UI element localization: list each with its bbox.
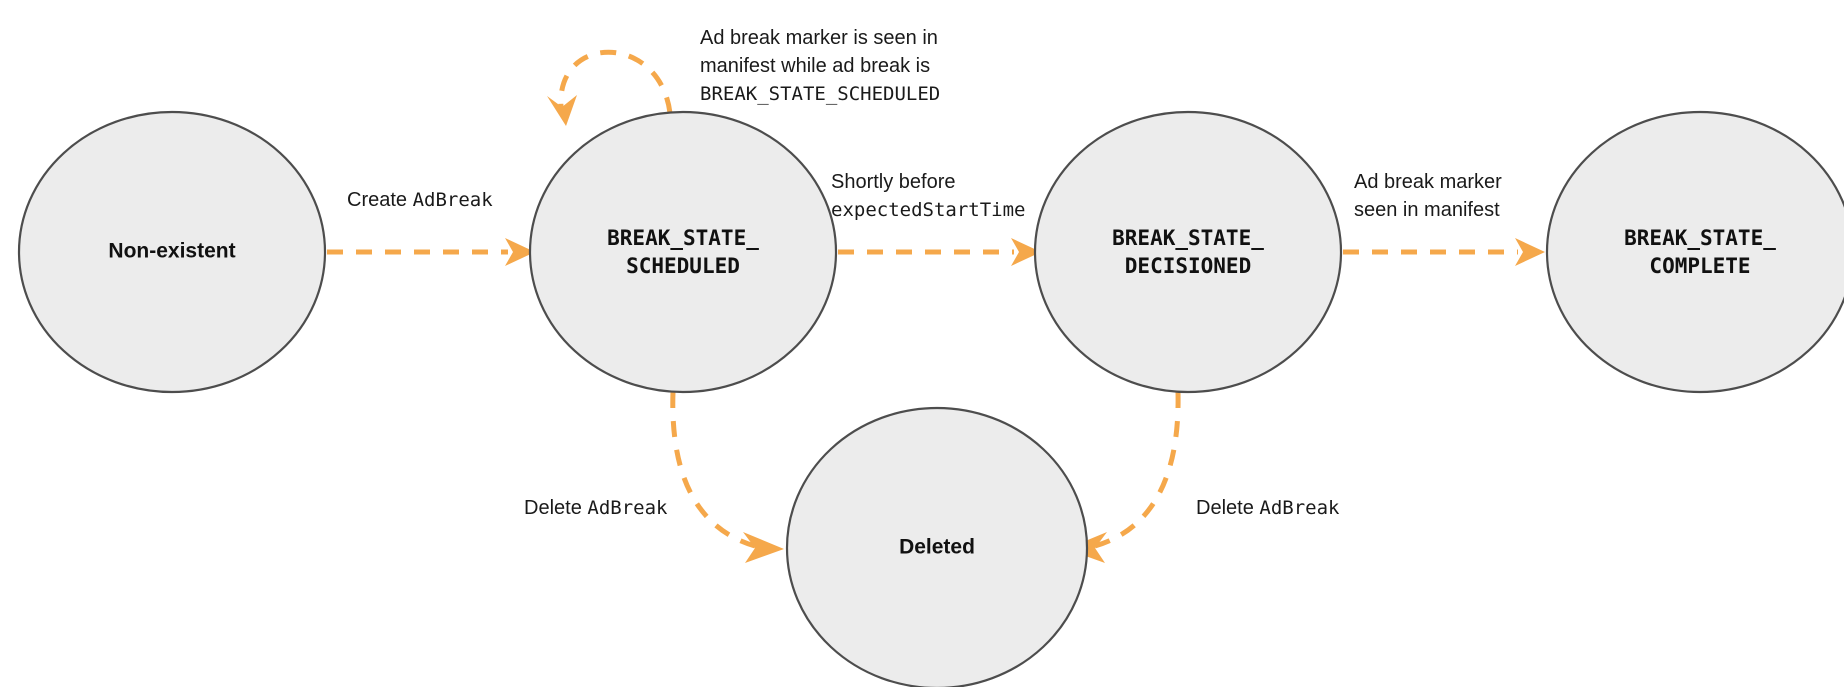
edge-label-scheduled-self-loop: Ad break marker is seen in manifest whil… <box>700 27 940 105</box>
edge-label-create-adbreak: Create AdBreak <box>347 189 493 211</box>
node-break-state-decisioned-label-line2: DECISIONED <box>1125 254 1251 278</box>
edge-label-delete-left-text: Delete AdBreak <box>524 497 668 519</box>
node-break-state-scheduled-label-line1: BREAK_STATE_ <box>607 226 759 250</box>
edge-label-delete-right-code: AdBreak <box>1259 497 1340 519</box>
edge-label-delete-left-plain: Delete <box>524 497 587 519</box>
node-break-state-scheduled[interactable]: BREAK_STATE_ SCHEDULED <box>528 110 838 394</box>
node-break-state-decisioned[interactable]: BREAK_STATE_ DECISIONED <box>1033 110 1343 394</box>
edge-create-adbreak[interactable] <box>327 238 535 266</box>
edge-label-self-loop-line3-code: BREAK_STATE_SCHEDULED <box>700 83 940 105</box>
node-non-existent-label: Non-existent <box>108 240 235 263</box>
node-break-state-complete-label-line1: BREAK_STATE_ <box>1624 226 1776 250</box>
node-break-state-complete-shape <box>1545 110 1844 394</box>
edge-label-self-loop-line1: Ad break marker is seen in <box>700 27 938 49</box>
edge-label-shortly-before-line1: Shortly before <box>831 171 956 193</box>
edge-create-adbreak-arrowhead <box>505 238 535 266</box>
edge-label-marker-seen-line1: Ad break marker <box>1354 171 1502 193</box>
edge-delete-adbreak-from-scheduled[interactable] <box>670 391 784 563</box>
edge-label-marker-seen-in-manifest: Ad break marker seen in manifest <box>1354 171 1502 221</box>
edge-label-create-adbreak-code: AdBreak <box>413 189 494 211</box>
edge-label-delete-adbreak-left: Delete AdBreak <box>524 497 668 519</box>
edge-label-shortly-before: Shortly before expectedStartTime <box>831 171 1025 221</box>
node-break-state-complete-label-line2: COMPLETE <box>1649 254 1750 278</box>
edge-label-self-loop-line2: manifest while ad break is <box>700 55 930 77</box>
node-deleted-label: Deleted <box>899 536 975 559</box>
node-break-state-decisioned-label-line1: BREAK_STATE_ <box>1112 226 1264 250</box>
edge-label-delete-right-plain: Delete <box>1196 497 1259 519</box>
edge-shortly-before-arrowhead <box>1011 238 1041 266</box>
edge-label-delete-left-code: AdBreak <box>587 497 668 519</box>
edge-scheduled-self-loop-line <box>558 49 673 114</box>
edge-label-delete-right-text: Delete AdBreak <box>1196 497 1340 519</box>
edge-delete-from-decisioned-line <box>1094 391 1181 549</box>
edge-label-shortly-before-line2-code: expectedStartTime <box>831 199 1025 221</box>
node-deleted[interactable]: Deleted <box>785 406 1089 687</box>
node-break-state-decisioned-shape <box>1033 110 1343 394</box>
node-break-state-scheduled-shape <box>528 110 838 394</box>
edge-label-create-adbreak-plain: Create <box>347 189 413 211</box>
node-break-state-complete[interactable]: BREAK_STATE_ COMPLETE <box>1545 110 1844 394</box>
edge-label-marker-seen-line2: seen in manifest <box>1354 199 1500 221</box>
node-non-existent[interactable]: Non-existent <box>17 110 327 394</box>
edge-ad-break-marker-seen-in-manifest[interactable] <box>1343 238 1545 266</box>
node-deleted-shape <box>785 406 1089 687</box>
edge-label-create-adbreak-text: Create AdBreak <box>347 189 493 211</box>
edge-delete-from-scheduled-arrowhead <box>743 532 784 563</box>
edge-marker-seen-arrowhead <box>1515 238 1545 266</box>
node-non-existent-shape <box>17 110 327 394</box>
edge-scheduled-self-loop-arrowhead <box>547 95 577 126</box>
edge-scheduled-self-loop[interactable] <box>547 49 673 126</box>
node-break-state-scheduled-label-line2: SCHEDULED <box>626 254 740 278</box>
edge-delete-from-scheduled-line <box>670 391 756 549</box>
edge-label-delete-adbreak-right: Delete AdBreak <box>1196 497 1340 519</box>
edge-shortly-before-expected-start-time[interactable] <box>838 238 1041 266</box>
